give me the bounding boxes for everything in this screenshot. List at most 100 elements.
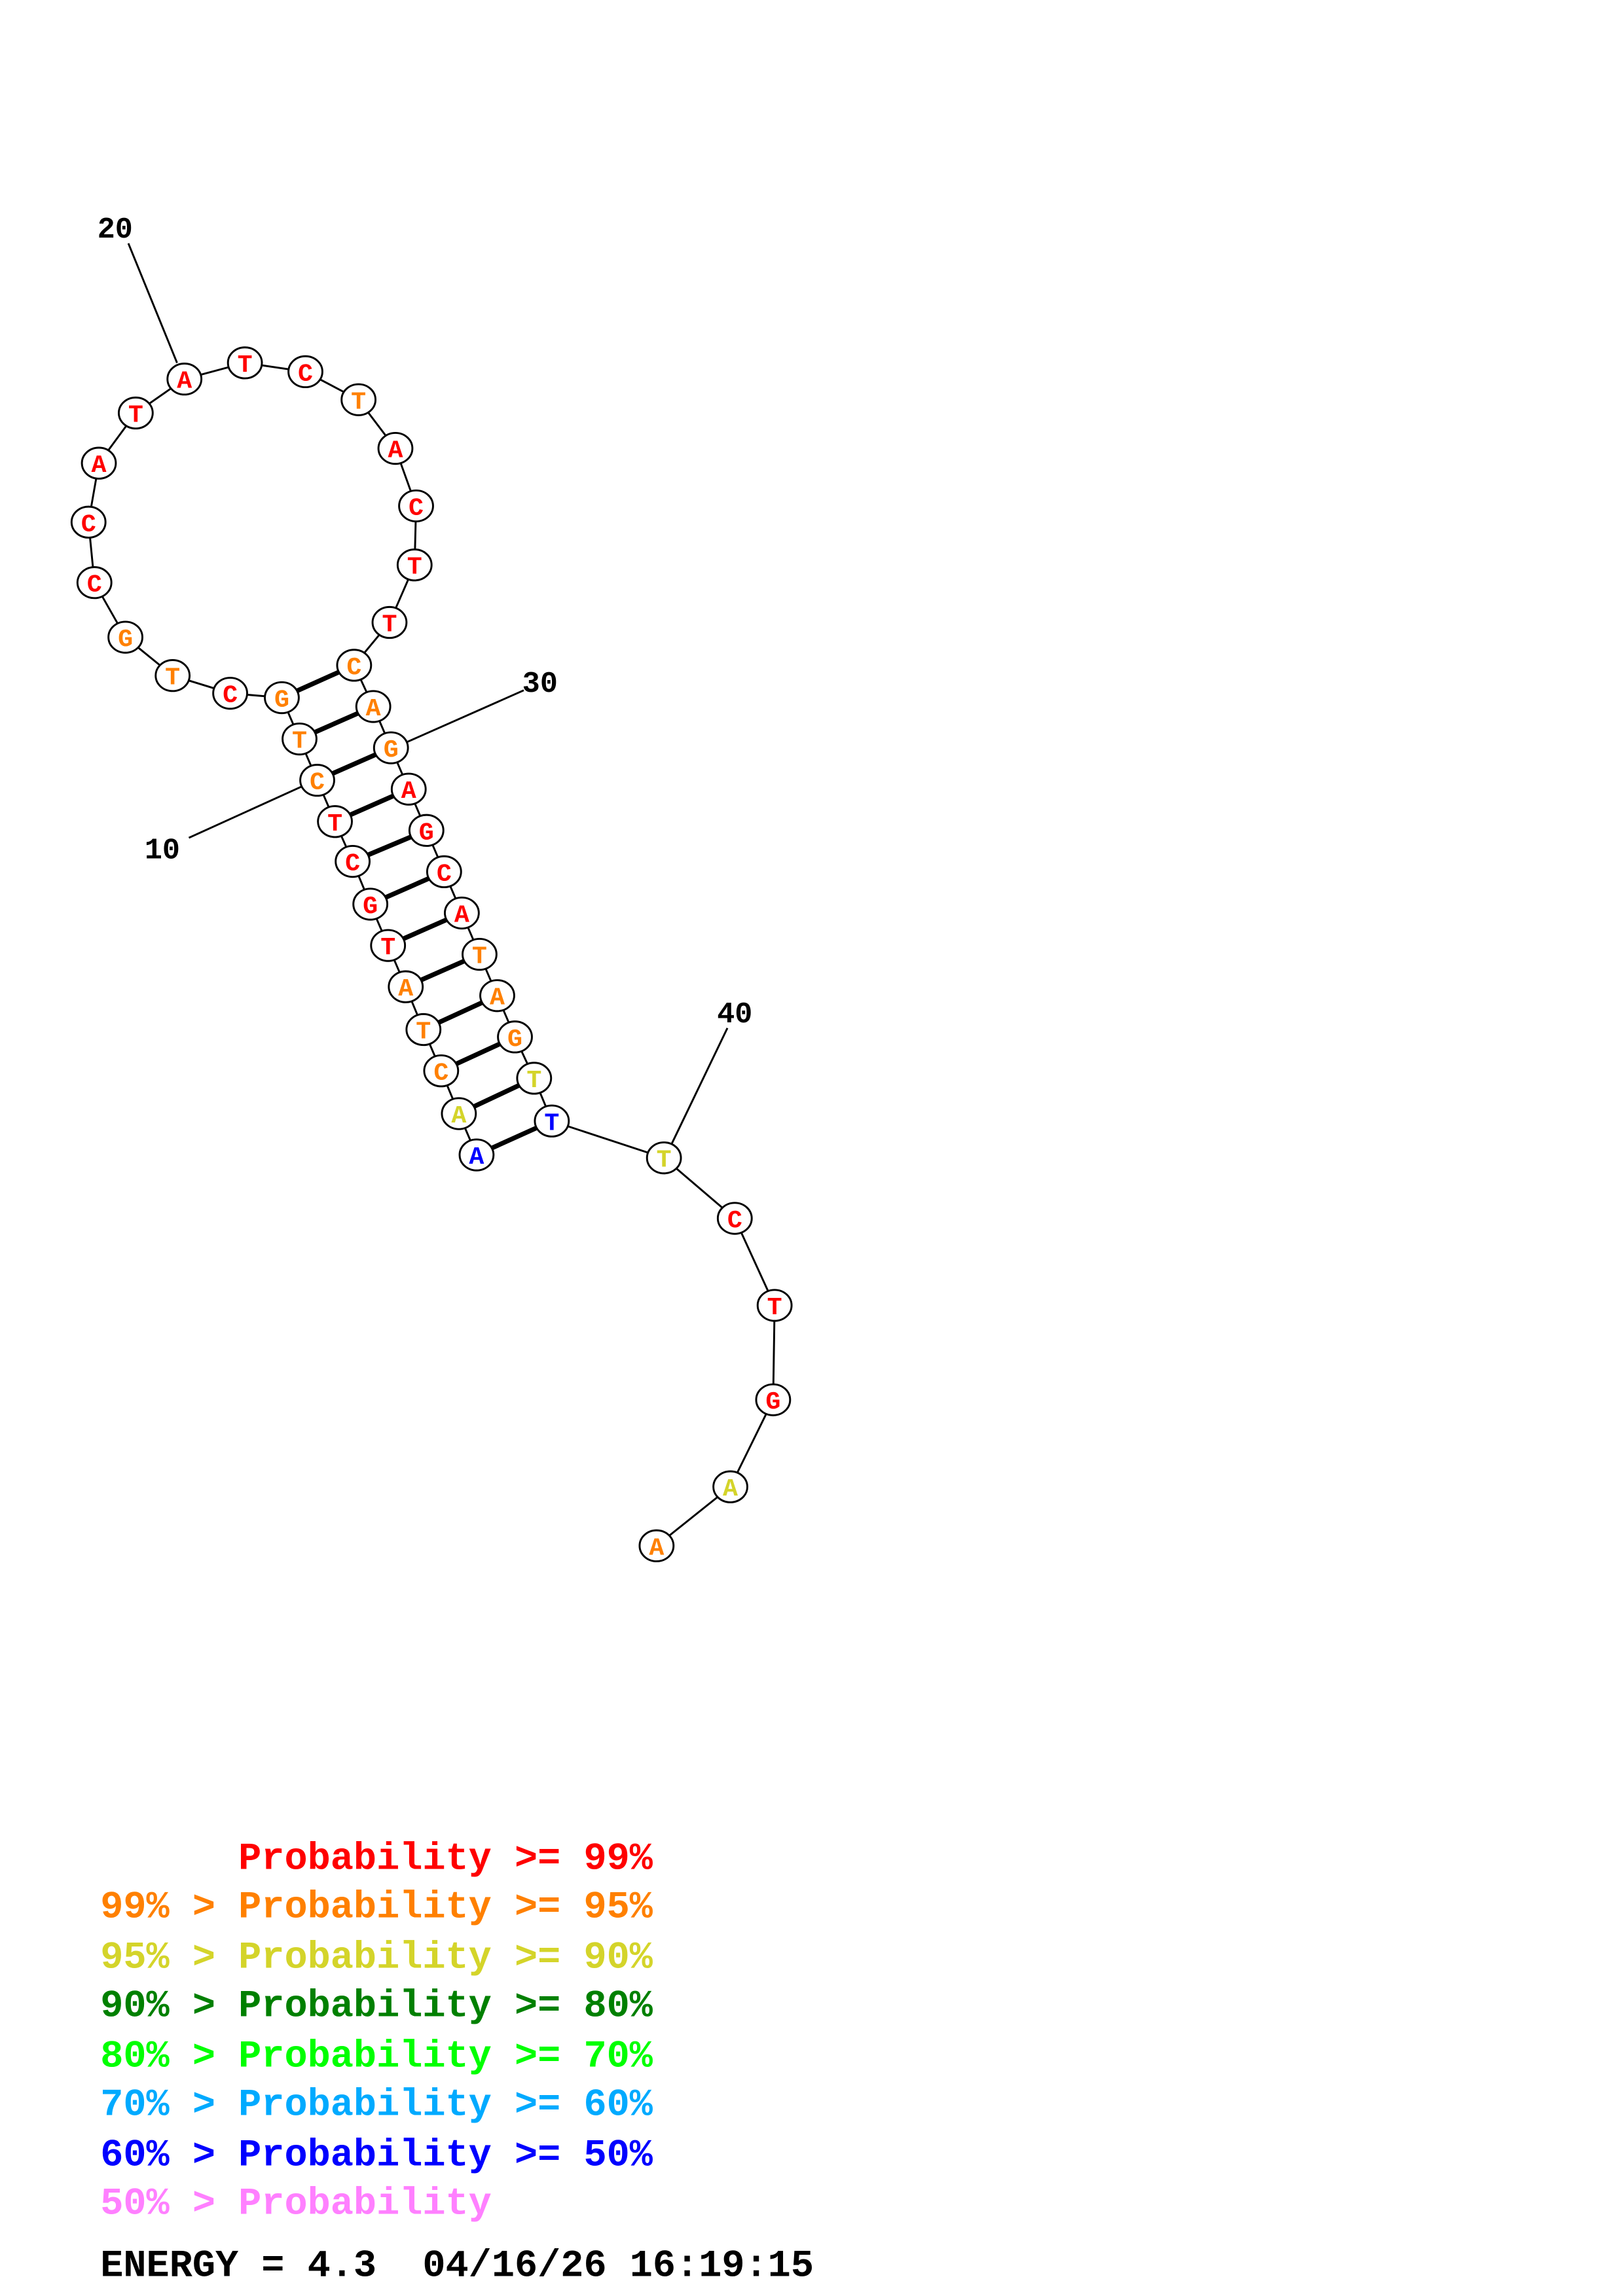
nucleotide-circle — [166, 363, 203, 396]
nucleotide-37: G — [497, 1020, 533, 1054]
nucleotide-circle — [396, 548, 433, 582]
nucleotide-circle — [155, 659, 191, 692]
position-10-tick — [188, 785, 303, 839]
nucleotide-1: A — [458, 1138, 495, 1172]
nucleotide-31: A — [390, 772, 427, 806]
nucleotide-14: T — [155, 659, 191, 692]
nucleotide-circle — [638, 1529, 675, 1562]
nucleotide-letter: T — [526, 1066, 541, 1095]
nucleotide-letter: C — [727, 1206, 742, 1235]
position-20-label: 20 — [98, 213, 133, 247]
nucleotide-39: T — [534, 1104, 570, 1138]
nucleotide-circle — [107, 620, 143, 654]
nucleotide-circle — [212, 677, 248, 710]
nucleotide-32: G — [408, 814, 445, 847]
position-labels: 10 20 30 40 — [98, 213, 752, 1145]
nucleotide-circle — [458, 1138, 495, 1172]
nucleotide-letter: T — [128, 401, 143, 430]
nucleotide-letter: A — [469, 1143, 484, 1172]
probability-legend: Probability >= 99% 99% > Probability >= … — [100, 1837, 653, 2225]
nucleotide-circle — [264, 681, 300, 715]
nucleotide-41: C — [716, 1202, 753, 1235]
nucleotide-letter: A — [649, 1534, 664, 1562]
nucleotide-10: C — [299, 764, 335, 797]
legend-line-50: 60% > Probability >= 50% — [100, 2133, 653, 2177]
nucleotide-circle — [335, 844, 371, 878]
nucleotide-circle — [716, 1202, 753, 1235]
nucleotide-letter: G — [363, 892, 378, 921]
nucleotide-letter: G — [507, 1025, 522, 1054]
nucleotide-8: C — [335, 844, 371, 878]
nucleotide-letter: A — [388, 437, 403, 465]
nucleotide-letter: T — [292, 727, 307, 756]
nucleotide-letter: G — [384, 736, 399, 764]
nucleotide-circle — [444, 896, 480, 930]
nucleotide-letter: C — [345, 850, 360, 878]
nucleotide-30: G — [373, 731, 409, 764]
nucleotide-circle — [388, 970, 424, 1003]
nucleotide-circle — [755, 1383, 792, 1416]
nucleotide-18: A — [81, 446, 117, 480]
nucleotide-circle — [287, 355, 323, 389]
nucleotide-circle — [117, 396, 154, 430]
nucleotide-45: A — [638, 1529, 675, 1562]
nucleotide-4: T — [405, 1013, 442, 1047]
nucleotide-letter: T — [351, 387, 366, 416]
nucleotide-44: A — [712, 1470, 748, 1503]
nucleotide-letter: T — [380, 933, 395, 962]
nucleotide-5: A — [388, 970, 424, 1003]
nucleotide-9: T — [317, 805, 353, 838]
nucleotide-19: T — [117, 396, 154, 430]
nucleotide-25: C — [398, 489, 434, 523]
position-30-tick — [407, 689, 524, 743]
nucleotide-17: C — [70, 505, 107, 539]
nucleotide-circle — [405, 1013, 442, 1047]
nucleotide-letter: A — [454, 901, 469, 930]
nucleotide-circle — [377, 431, 414, 465]
nucleotide-circle — [370, 929, 407, 962]
nucleotide-circle — [426, 855, 462, 889]
nucleotide-circle — [340, 383, 377, 416]
nucleotide-12: G — [264, 681, 300, 715]
nucleotide-24: A — [377, 431, 414, 465]
nucleotide-circle — [756, 1289, 793, 1322]
nucleotide-letter: G — [419, 818, 434, 847]
nucleotide-circle — [441, 1097, 477, 1130]
position-40-tick — [670, 1028, 729, 1145]
nucleotide-circle — [516, 1062, 553, 1095]
nucleotide-40: T — [646, 1141, 682, 1175]
nucleotide-letter: A — [401, 777, 416, 806]
nucleotide-letter: T — [472, 942, 487, 971]
nucleotide-letter: C — [346, 653, 361, 682]
nucleotide-6: T — [370, 929, 407, 962]
nucleotide-circle — [336, 649, 373, 682]
nucleotide-letter: A — [398, 975, 413, 1003]
nucleotide-circle — [373, 731, 409, 764]
position-20-tick — [127, 243, 178, 363]
nucleotide-letter: A — [92, 451, 107, 480]
nucleotide-letter: A — [451, 1102, 466, 1130]
nucleotide-circle — [371, 605, 408, 639]
nucleotide-circle — [497, 1020, 533, 1054]
nucleotide-circle — [712, 1470, 748, 1503]
legend-line-99: Probability >= 99% — [100, 1837, 653, 1880]
nucleotide-letter: C — [437, 859, 452, 888]
nucleotide-13: C — [212, 677, 248, 710]
nucleotide-circle — [408, 814, 445, 847]
nucleotide-letter: T — [165, 664, 180, 692]
energy-timestamp: ENERGY = 4.3 04/16/26 16:19:15 — [100, 2244, 814, 2287]
position-10-label: 10 — [145, 834, 180, 868]
nucleotide-circle — [81, 446, 117, 480]
nucleotide-letter: T — [382, 611, 397, 639]
nucleotide-letter: T — [767, 1293, 782, 1322]
nucleotide-28: C — [336, 649, 373, 682]
nucleotide-circle — [355, 690, 392, 723]
nucleotide-circle — [390, 772, 427, 806]
nucleotide-letter: C — [87, 571, 102, 600]
nucleotide-letter: T — [407, 553, 422, 582]
nucleotide-7: G — [352, 888, 389, 921]
nucleotide-15: G — [107, 620, 143, 654]
nucleotide-circle — [479, 979, 515, 1013]
